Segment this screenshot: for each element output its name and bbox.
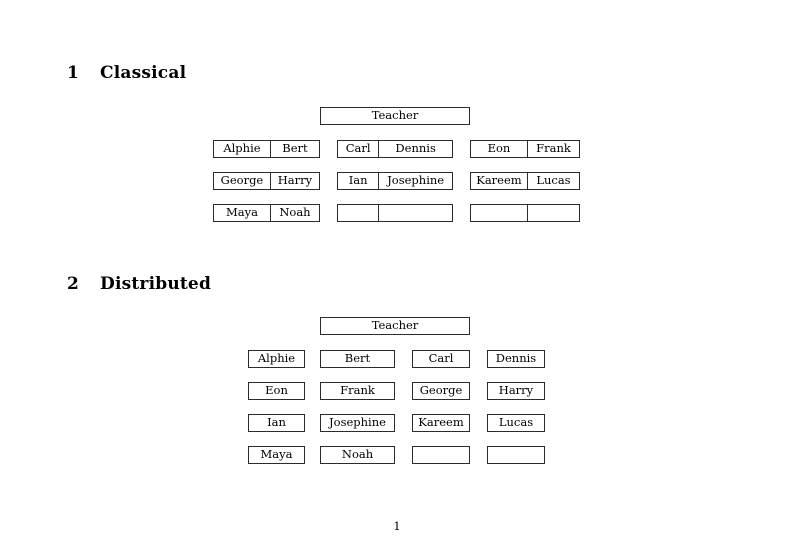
student-box: Bert (320, 350, 395, 368)
student-cell: Noah (269, 205, 319, 221)
student-cell: Bert (344, 351, 371, 366)
student-cell: Dennis (495, 351, 537, 366)
student-cell: Maya (225, 205, 258, 220)
student-box: Frank (320, 382, 395, 400)
table-row: Maya Noah (213, 204, 320, 222)
section-number: 1 (67, 63, 80, 83)
student-box: Maya (248, 446, 305, 464)
teacher-box-classical: Teacher (320, 107, 470, 125)
student-cell: Noah (341, 447, 374, 462)
student-box: Noah (320, 446, 395, 464)
section-title: Distributed (100, 274, 212, 294)
page-number: 1 (393, 519, 401, 533)
table-row: Eon Frank (470, 140, 580, 158)
student-box: Dennis (487, 350, 545, 368)
student-cell: Harry (269, 173, 319, 189)
student-cell: Lucas (498, 415, 534, 430)
student-cell: Eon (487, 141, 511, 156)
student-box: Josephine (320, 414, 395, 432)
section-number: 2 (67, 274, 80, 294)
student-cell: Harry (498, 383, 534, 398)
student-cell: Maya (260, 447, 293, 462)
student-cell: Frank (340, 383, 375, 398)
table-row-empty (470, 204, 580, 222)
student-cell: Lucas (526, 173, 579, 189)
student-cell-empty (488, 447, 544, 463)
student-cell: Josephine (329, 415, 386, 430)
student-cell: Carl (428, 351, 454, 366)
student-cell-empty (526, 205, 579, 221)
student-cell: Josephine (378, 173, 452, 189)
student-cell: Ian (348, 173, 368, 188)
student-cell: Bert (269, 141, 319, 157)
student-cell: Kareem (418, 415, 464, 430)
table-row: Ian Josephine (337, 172, 453, 190)
student-box: Alphie (248, 350, 305, 368)
student-cell-empty (378, 205, 452, 221)
student-box: Kareem (412, 414, 470, 432)
student-cell: Dennis (378, 141, 452, 157)
student-cell: Eon (265, 383, 288, 398)
table-row: Kareem Lucas (470, 172, 580, 190)
student-cell-empty (471, 205, 527, 221)
student-cell: Frank (526, 141, 579, 157)
student-cell: Alphie (223, 141, 261, 156)
student-box: George (412, 382, 470, 400)
student-cell: George (419, 383, 463, 398)
section-heading-distributed: 2 Distributed (67, 276, 211, 293)
student-box: Lucas (487, 414, 545, 432)
student-box-empty (487, 446, 545, 464)
student-cell: Kareem (476, 173, 522, 188)
teacher-box-distributed: Teacher (320, 317, 470, 335)
student-box: Ian (248, 414, 305, 432)
student-cell: Alphie (257, 351, 296, 366)
table-row: Alphie Bert (213, 140, 320, 158)
student-box: Eon (248, 382, 305, 400)
student-cell: Carl (345, 141, 371, 156)
student-box: Carl (412, 350, 470, 368)
student-cell: Ian (267, 415, 286, 430)
student-box: Harry (487, 382, 545, 400)
table-row: George Harry (213, 172, 320, 190)
section-heading-classical: 1 Classical (67, 65, 186, 82)
table-row: Carl Dennis (337, 140, 453, 158)
student-cell-empty (338, 205, 378, 221)
student-cell-empty (413, 447, 469, 463)
student-box-empty (412, 446, 470, 464)
student-cell: George (220, 173, 264, 188)
table-row-empty (337, 204, 453, 222)
section-title: Classical (100, 63, 187, 83)
